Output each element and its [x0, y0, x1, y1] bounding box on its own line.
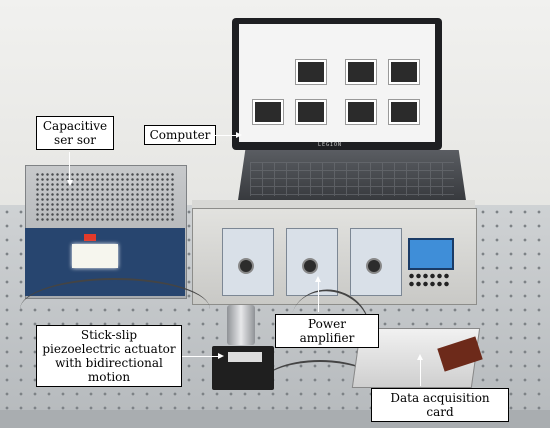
arrow-capacitive-sensor [69, 152, 70, 184]
sensor-display [72, 244, 118, 268]
sensor-vents [35, 172, 175, 222]
screen-plot [295, 99, 327, 125]
cable [260, 360, 380, 412]
laptop-keyboard [250, 162, 454, 196]
label-line: with bidirectional [55, 356, 163, 370]
controller-display [408, 238, 454, 270]
cable [20, 278, 210, 340]
actuator-cylinder [227, 305, 255, 345]
label-line: Data acquisition card [390, 391, 490, 419]
actuator-label-plate [228, 352, 262, 362]
sensor-red-indicator [84, 234, 96, 241]
amplifier-knob [302, 258, 318, 274]
amplifier-knob [238, 258, 254, 274]
label-line: Power amplifier [299, 317, 355, 345]
label-line: Computer [149, 128, 211, 142]
arrow-computer [212, 132, 242, 138]
screen-plot [295, 59, 327, 85]
screen-plot [388, 59, 420, 85]
label-computer: Computer [144, 125, 216, 145]
laptop-screen [239, 24, 435, 142]
screen-plot [388, 99, 420, 125]
amplifier-knob [366, 258, 382, 274]
screen-plot [345, 99, 377, 125]
label-line: ser sor [54, 133, 96, 147]
controller-keypad [408, 272, 450, 288]
screen-plot [345, 59, 377, 85]
arrow-actuator [182, 353, 224, 359]
label-line: Stick-slip [80, 328, 138, 342]
arrow-data-acquisition-card [420, 356, 421, 386]
label-actuator: Stick-slip piezoelectric actuator with b… [36, 325, 182, 387]
label-line: motion [87, 370, 131, 384]
arrow-power-amplifier [318, 278, 319, 312]
screen-plot [252, 99, 284, 125]
label-capacitive-sensor: Capacitive ser sor [36, 116, 114, 150]
laptop-brand: LEGION [318, 142, 343, 148]
label-data-acquisition-card: Data acquisition card [371, 388, 509, 422]
label-line: Capacitive [42, 119, 108, 133]
label-line: piezoelectric actuator [42, 342, 176, 356]
label-power-amplifier: Power amplifier [275, 314, 379, 348]
